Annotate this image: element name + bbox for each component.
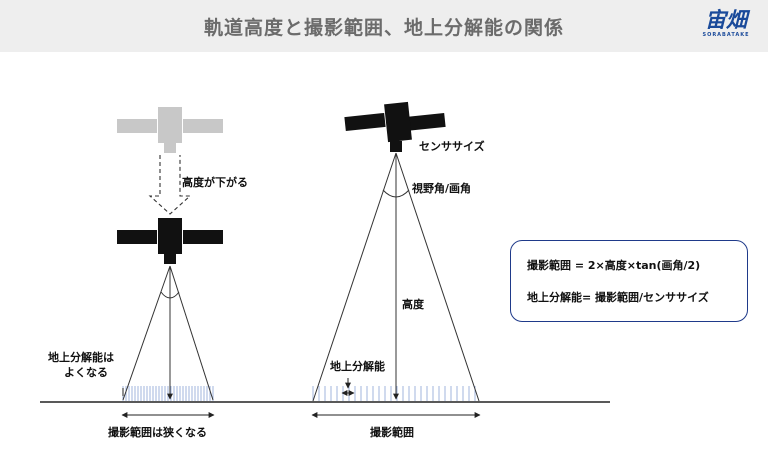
swath-label-right: 撮影範囲: [370, 426, 414, 439]
altitude-decrease-arrow: [148, 155, 192, 215]
satellite-icon-lower: [117, 218, 223, 264]
page-title: 軌道高度と撮影範囲、地上分解能の関係: [203, 17, 564, 39]
swath-label-left: 撮影範囲は狭くなる: [108, 426, 207, 439]
resolution-formula: 地上分解能= 撮影範囲/センササイズ: [527, 291, 709, 304]
view-cone-left: [122, 265, 214, 401]
satellite-icon-high: [344, 101, 446, 152]
altitude-change-label: 高度が下がる: [182, 176, 248, 189]
resolution-label-left-line2: よくなる: [64, 366, 108, 379]
logo-subtext: SORABATAKE: [702, 32, 750, 38]
swath-formula: 撮影範囲 = 2×高度×tan(画角/2): [527, 259, 701, 272]
sorabatake-logo: 宙畑 SORABATAKE: [700, 8, 752, 48]
ground-pixels-left: [122, 386, 214, 401]
resolution-label-left-line1: 地上分解能は: [48, 351, 114, 364]
sensor-size-label: センササイズ: [419, 140, 485, 153]
header-bar: [0, 0, 768, 52]
logo-mark: 宙畑: [705, 8, 747, 32]
ground-pixels-right: [312, 386, 476, 401]
formula-box: 撮影範囲 = 2×高度×tan(画角/2) 地上分解能= 撮影範囲/センササイズ: [510, 240, 748, 322]
resolution-label-right: 地上分解能: [330, 360, 385, 373]
satellite-icon-ghost: [117, 107, 223, 153]
altitude-label: 高度: [402, 298, 424, 311]
fov-label: 視野角/画角: [412, 182, 472, 195]
